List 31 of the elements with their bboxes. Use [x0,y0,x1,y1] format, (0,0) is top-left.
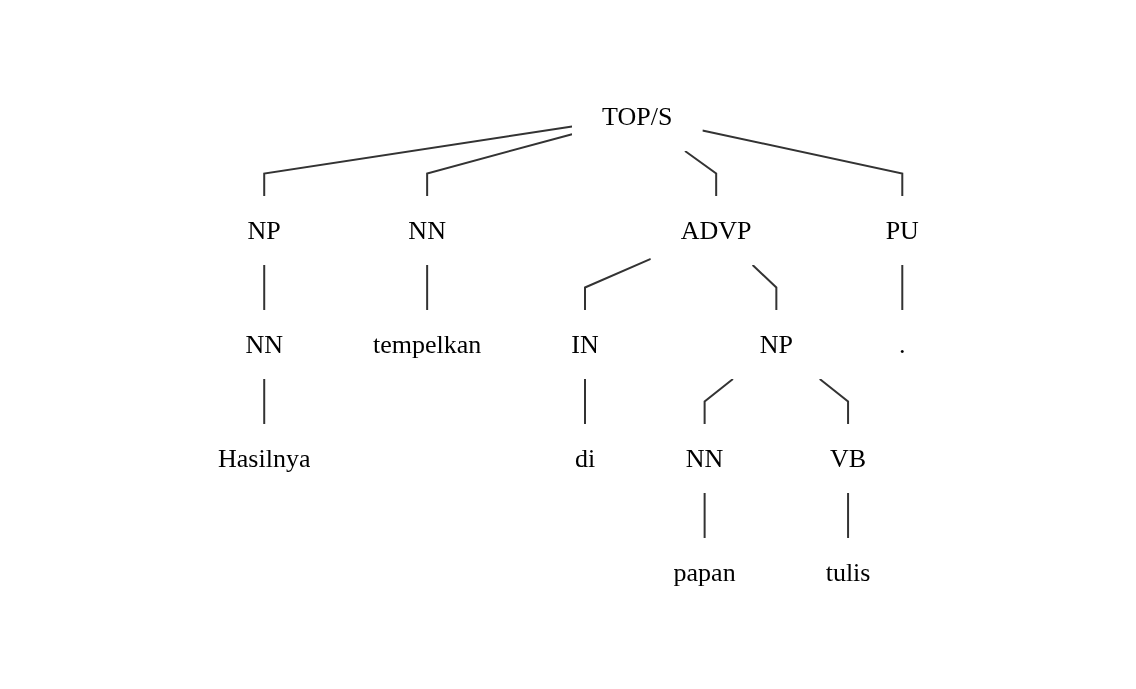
node-text: NP [759,329,793,359]
node-text: ADVP [680,216,752,245]
node-text: tulis [825,557,870,587]
connector [583,257,652,311]
connector [583,378,586,425]
connector [846,492,849,539]
connector [425,264,428,311]
connector [683,150,717,197]
node-text: NN [244,329,283,359]
node-text: di [574,443,595,473]
connector [818,378,849,425]
connector [751,264,777,311]
connector [703,492,706,539]
node-text: NN [407,216,446,245]
node-text: IN [570,329,599,359]
node-text: VB [829,443,866,473]
connector [900,264,903,311]
connector [700,129,903,197]
node-text: NP [247,216,281,245]
node-text: TOP/S [601,102,672,131]
connector [262,125,573,197]
connector [425,133,573,197]
node-text: NN [685,443,723,473]
node-text: . [898,329,906,359]
node-text: Hasilnya [217,443,310,473]
node-text: PU [885,216,919,245]
connector [262,378,265,425]
node-text: papan [673,557,736,587]
connector [262,264,265,311]
node-text: tempelkan [372,329,481,359]
connector [703,378,734,425]
